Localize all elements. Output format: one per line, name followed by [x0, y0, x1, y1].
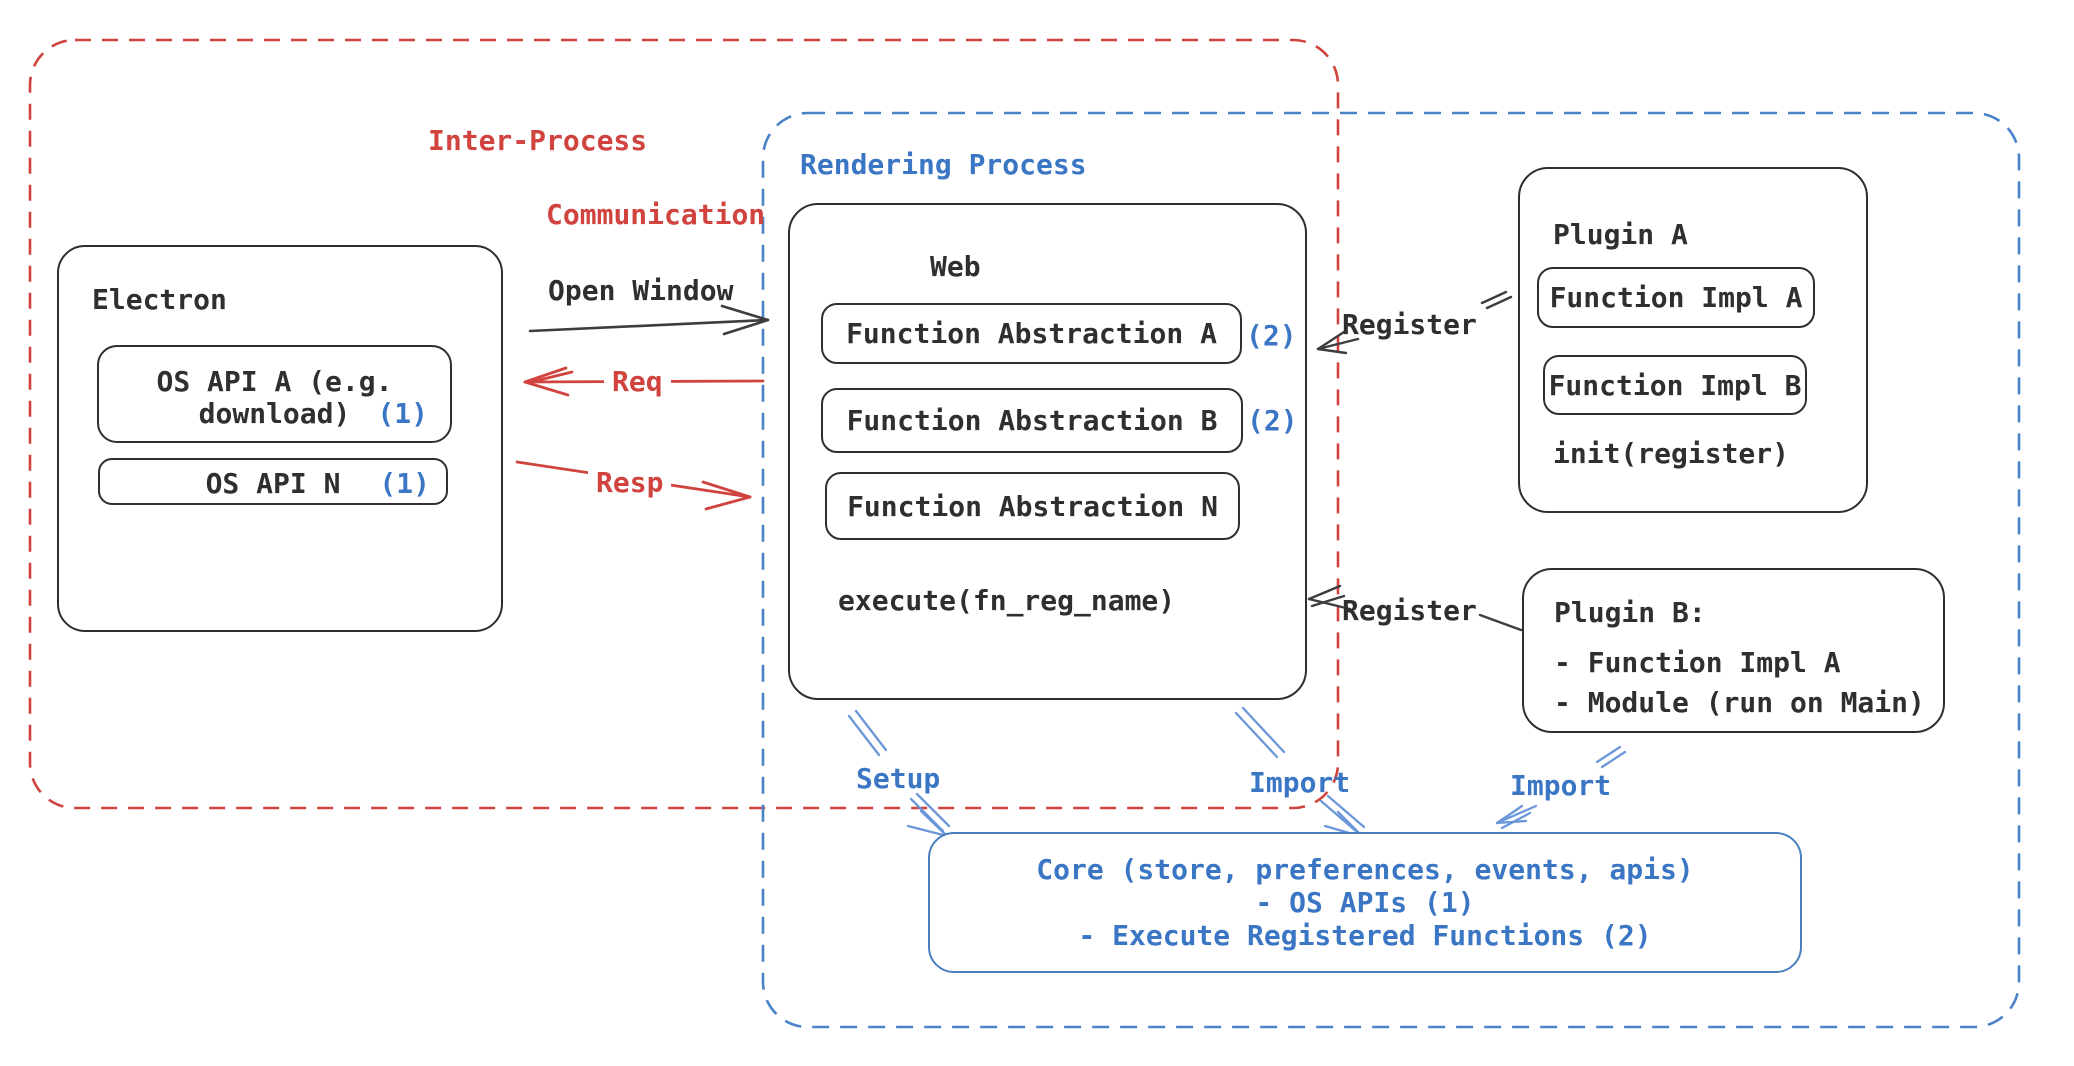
- function-abstraction-n-box: Function Abstraction N: [825, 472, 1240, 540]
- ipc-group-label: Inter-Process Communication: [428, 122, 765, 233]
- os-api-n-label: OS API N: [205, 467, 341, 500]
- import-web-label: Import: [1249, 766, 1351, 799]
- function-abstraction-b-box: Function Abstraction B: [821, 388, 1243, 453]
- web-title: Web: [930, 250, 981, 283]
- function-abstraction-b-badge: (2): [1247, 404, 1298, 437]
- rendering-group-label: Rendering Process: [800, 148, 1087, 181]
- os-api-a-box: OS API A (e.g. download) (1): [97, 345, 452, 443]
- os-api-n-box: OS API N (1): [98, 458, 448, 505]
- import-plugin-b-arrow: [1495, 745, 1627, 830]
- ipc-label-line1: Inter-Process: [428, 124, 648, 157]
- register-plugin-b-arrow: [1307, 584, 1523, 632]
- import-plugin-b-label: Import: [1510, 769, 1612, 802]
- plugin-b-item-2: - Module (run on Main): [1554, 686, 1925, 719]
- core-line1: Core (store, preferences, events, apis): [1036, 853, 1694, 886]
- os-api-a-badge: (1): [377, 397, 428, 430]
- os-api-a-line1: OS API A (e.g.: [156, 365, 393, 398]
- core-box: Core (store, preferences, events, apis) …: [928, 832, 1802, 973]
- resp-label: Resp: [588, 466, 672, 500]
- function-impl-b-box: Function Impl B: [1543, 355, 1807, 415]
- execute-text: execute(fn_reg_name): [838, 584, 1176, 617]
- os-api-n-badge: (1): [379, 467, 430, 500]
- plugin-a-init-text: init(register): [1553, 437, 1790, 470]
- ipc-label-line2: Communication: [546, 198, 766, 231]
- plugin-b-title: Plugin B:: [1554, 596, 1706, 629]
- electron-title: Electron: [92, 283, 227, 316]
- os-api-a-line2: download): [198, 397, 351, 430]
- open-window-arrow: [528, 304, 770, 336]
- register-plugin-b-label: Register: [1342, 594, 1477, 627]
- open-window-label: Open Window: [548, 274, 734, 307]
- function-abstraction-a-badge: (2): [1246, 319, 1297, 352]
- register-plugin-a-label: Register: [1342, 308, 1477, 341]
- core-line3: - Execute Registered Functions (2): [1078, 919, 1652, 952]
- ipc-group-border: [28, 38, 1340, 810]
- setup-label: Setup: [856, 762, 941, 795]
- req-label: Req: [604, 365, 671, 399]
- setup-arrow: [847, 709, 951, 838]
- plugin-a-box: [1518, 167, 1868, 513]
- plugin-a-title: Plugin A: [1553, 218, 1688, 251]
- core-line2: - OS APIs (1): [1255, 886, 1475, 919]
- plugin-b-box: Plugin B: - Function Impl A - Module (ru…: [1522, 568, 1945, 733]
- function-abstraction-a-box: Function Abstraction A: [821, 303, 1242, 364]
- register-plugin-a-arrow: [1316, 290, 1513, 355]
- function-impl-a-box: Function Impl A: [1537, 267, 1815, 328]
- plugin-b-item-1: - Function Impl A: [1554, 646, 1841, 679]
